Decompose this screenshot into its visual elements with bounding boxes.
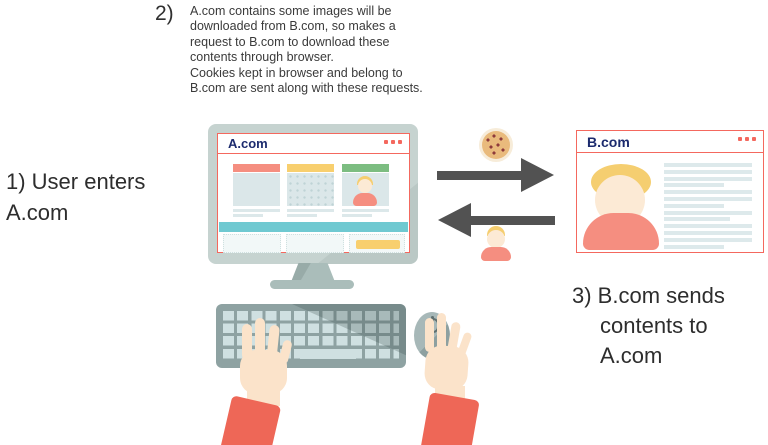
footer-box [223,234,281,253]
step3-description: 3) B.com sends contents to A.com [572,281,725,371]
window-dots-icon [738,137,756,141]
response-arrow [438,203,556,238]
placeholder-line [342,209,389,212]
bcom-title: B.com [587,134,630,150]
placeholder-line [664,169,752,174]
right-sleeve [418,392,480,445]
placeholder-line [664,163,752,167]
step2-number: 2) [155,2,174,25]
placeholder-line [664,230,752,235]
card3-body [342,173,389,206]
card1-header [233,164,280,172]
request-arrow [437,158,555,193]
placeholder-line [342,214,372,217]
card3-header [342,164,389,172]
placeholder-line [664,203,724,208]
monitor-base [270,280,354,289]
window-dots-icon [384,140,402,144]
placeholder-line [287,214,317,217]
bcom-titlebar: B.com [577,131,763,153]
placeholder-line [664,244,724,249]
card2-body [287,173,334,206]
placeholder-line [287,209,334,212]
arrowhead-left-icon [438,203,471,237]
placeholder-line [664,190,752,195]
step3-line2: contents to [600,313,708,338]
placeholder-line [233,209,280,212]
acom-nav-bar [219,222,408,232]
placeholder-line [233,214,263,217]
cookie-icon [482,131,510,159]
yellow-button [356,240,400,249]
footer-box [286,234,344,253]
step1-description: 1) User enters A.com [6,169,146,225]
placeholder-line [664,183,724,188]
acom-browser-window: A.com [217,133,410,253]
placeholder-line [664,210,752,215]
footer-box [349,234,405,253]
placeholder-line [664,176,752,181]
step3-line1: 3) B.com sends [572,283,725,308]
spacebar-key [300,349,356,359]
placeholder-line [664,224,752,229]
arrowhead-right-icon [521,158,554,192]
step3-line3: A.com [600,343,663,368]
bcom-browser-window: B.com [576,130,764,253]
step2-description: A.com contains some images will be downl… [190,4,423,96]
bcom-text-lines [664,163,752,251]
placeholder-line [664,196,752,201]
placeholder-line [664,237,752,242]
card2-header [287,164,334,172]
monitor-stand [291,263,335,282]
placeholder-line [664,217,730,222]
card1-body [233,173,280,206]
acom-title: A.com [228,136,268,151]
acom-titlebar: A.com [218,134,409,154]
keyboard-illustration [216,304,406,368]
